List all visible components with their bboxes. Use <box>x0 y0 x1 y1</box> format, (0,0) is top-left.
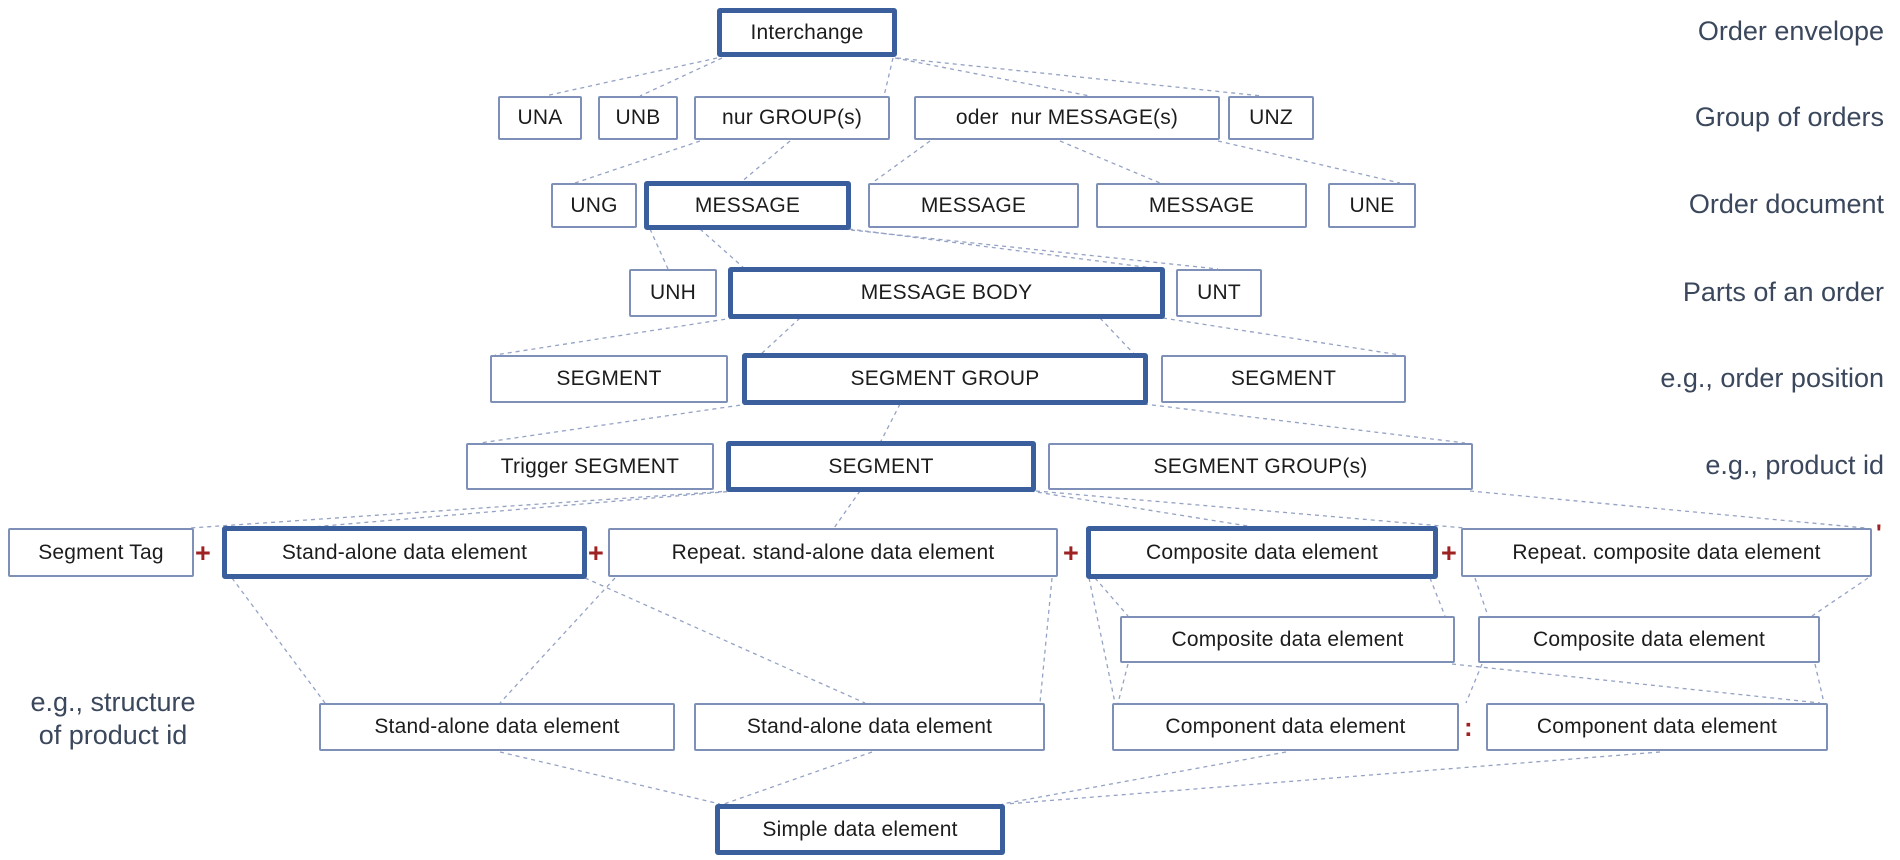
repeat-standalone-box: Repeat. stand-alone data element <box>608 528 1058 577</box>
plus-separator-1: + <box>195 538 211 568</box>
interchange-box: Interchange <box>717 8 897 57</box>
repeat-composite-box: Repeat. composite data element <box>1461 528 1872 577</box>
composite-box: Composite data element <box>1086 526 1438 579</box>
message-body-box: MESSAGE BODY <box>728 267 1165 319</box>
composite-sub-box-1: Composite data element <box>1120 616 1455 663</box>
segment-group-box: SEGMENT GROUP <box>742 353 1148 405</box>
plus-separator-4: + <box>1441 538 1457 568</box>
row-label-order-envelope: Order envelope <box>1697 16 1884 46</box>
left-label-line-2: of product id <box>38 720 188 750</box>
message-box-2: MESSAGE <box>868 183 1079 228</box>
ung-box: UNG <box>551 183 637 228</box>
standalone-sub-box-1: Stand-alone data element <box>319 703 675 751</box>
row-label-order-position: e.g., order position <box>1660 363 1884 393</box>
row-label-product-id: e.g., product id <box>1705 450 1884 480</box>
una-box: UNA <box>498 96 582 140</box>
row-label-group-of-orders: Group of orders <box>1694 102 1884 132</box>
segment-groups-box: SEGMENT GROUP(s) <box>1048 443 1473 490</box>
row-label-order-document: Order document <box>1688 189 1884 219</box>
unh-box: UNH <box>629 269 717 317</box>
component-box-1: Component data element <box>1112 703 1459 751</box>
standalone-sub-box-2: Stand-alone data element <box>694 703 1045 751</box>
left-label-structure-of-product-id: e.g., structure of product id <box>8 686 218 752</box>
trigger-segment-box: Trigger SEGMENT <box>466 443 714 490</box>
segment-terminator-symbol: ' <box>1876 520 1882 547</box>
plus-separator-2: + <box>588 538 604 568</box>
unt-box: UNT <box>1176 269 1262 317</box>
segment-tag-box: Segment Tag <box>8 528 194 577</box>
segment-left-box: SEGMENT <box>490 355 728 403</box>
segment-center-box: SEGMENT <box>726 441 1036 492</box>
colon-separator: : <box>1464 712 1473 742</box>
message-box-selected: MESSAGE <box>644 181 851 230</box>
oder-nur-messages-box: oder nur MESSAGE(s) <box>914 96 1220 140</box>
unb-box: UNB <box>598 96 678 140</box>
simple-data-element-box: Simple data element <box>715 804 1005 855</box>
component-box-2: Component data element <box>1486 703 1828 751</box>
une-box: UNE <box>1328 183 1416 228</box>
message-box-3: MESSAGE <box>1096 183 1307 228</box>
nur-groups-box: nur GROUP(s) <box>694 96 890 140</box>
standalone-box: Stand-alone data element <box>222 526 587 579</box>
unz-box: UNZ <box>1228 96 1314 140</box>
segment-right-box: SEGMENT <box>1161 355 1406 403</box>
row-label-parts-of-an-order: Parts of an order <box>1682 277 1884 307</box>
left-label-line-1: e.g., structure <box>30 687 196 717</box>
plus-separator-3: + <box>1063 538 1079 568</box>
composite-sub-box-2: Composite data element <box>1478 616 1820 663</box>
